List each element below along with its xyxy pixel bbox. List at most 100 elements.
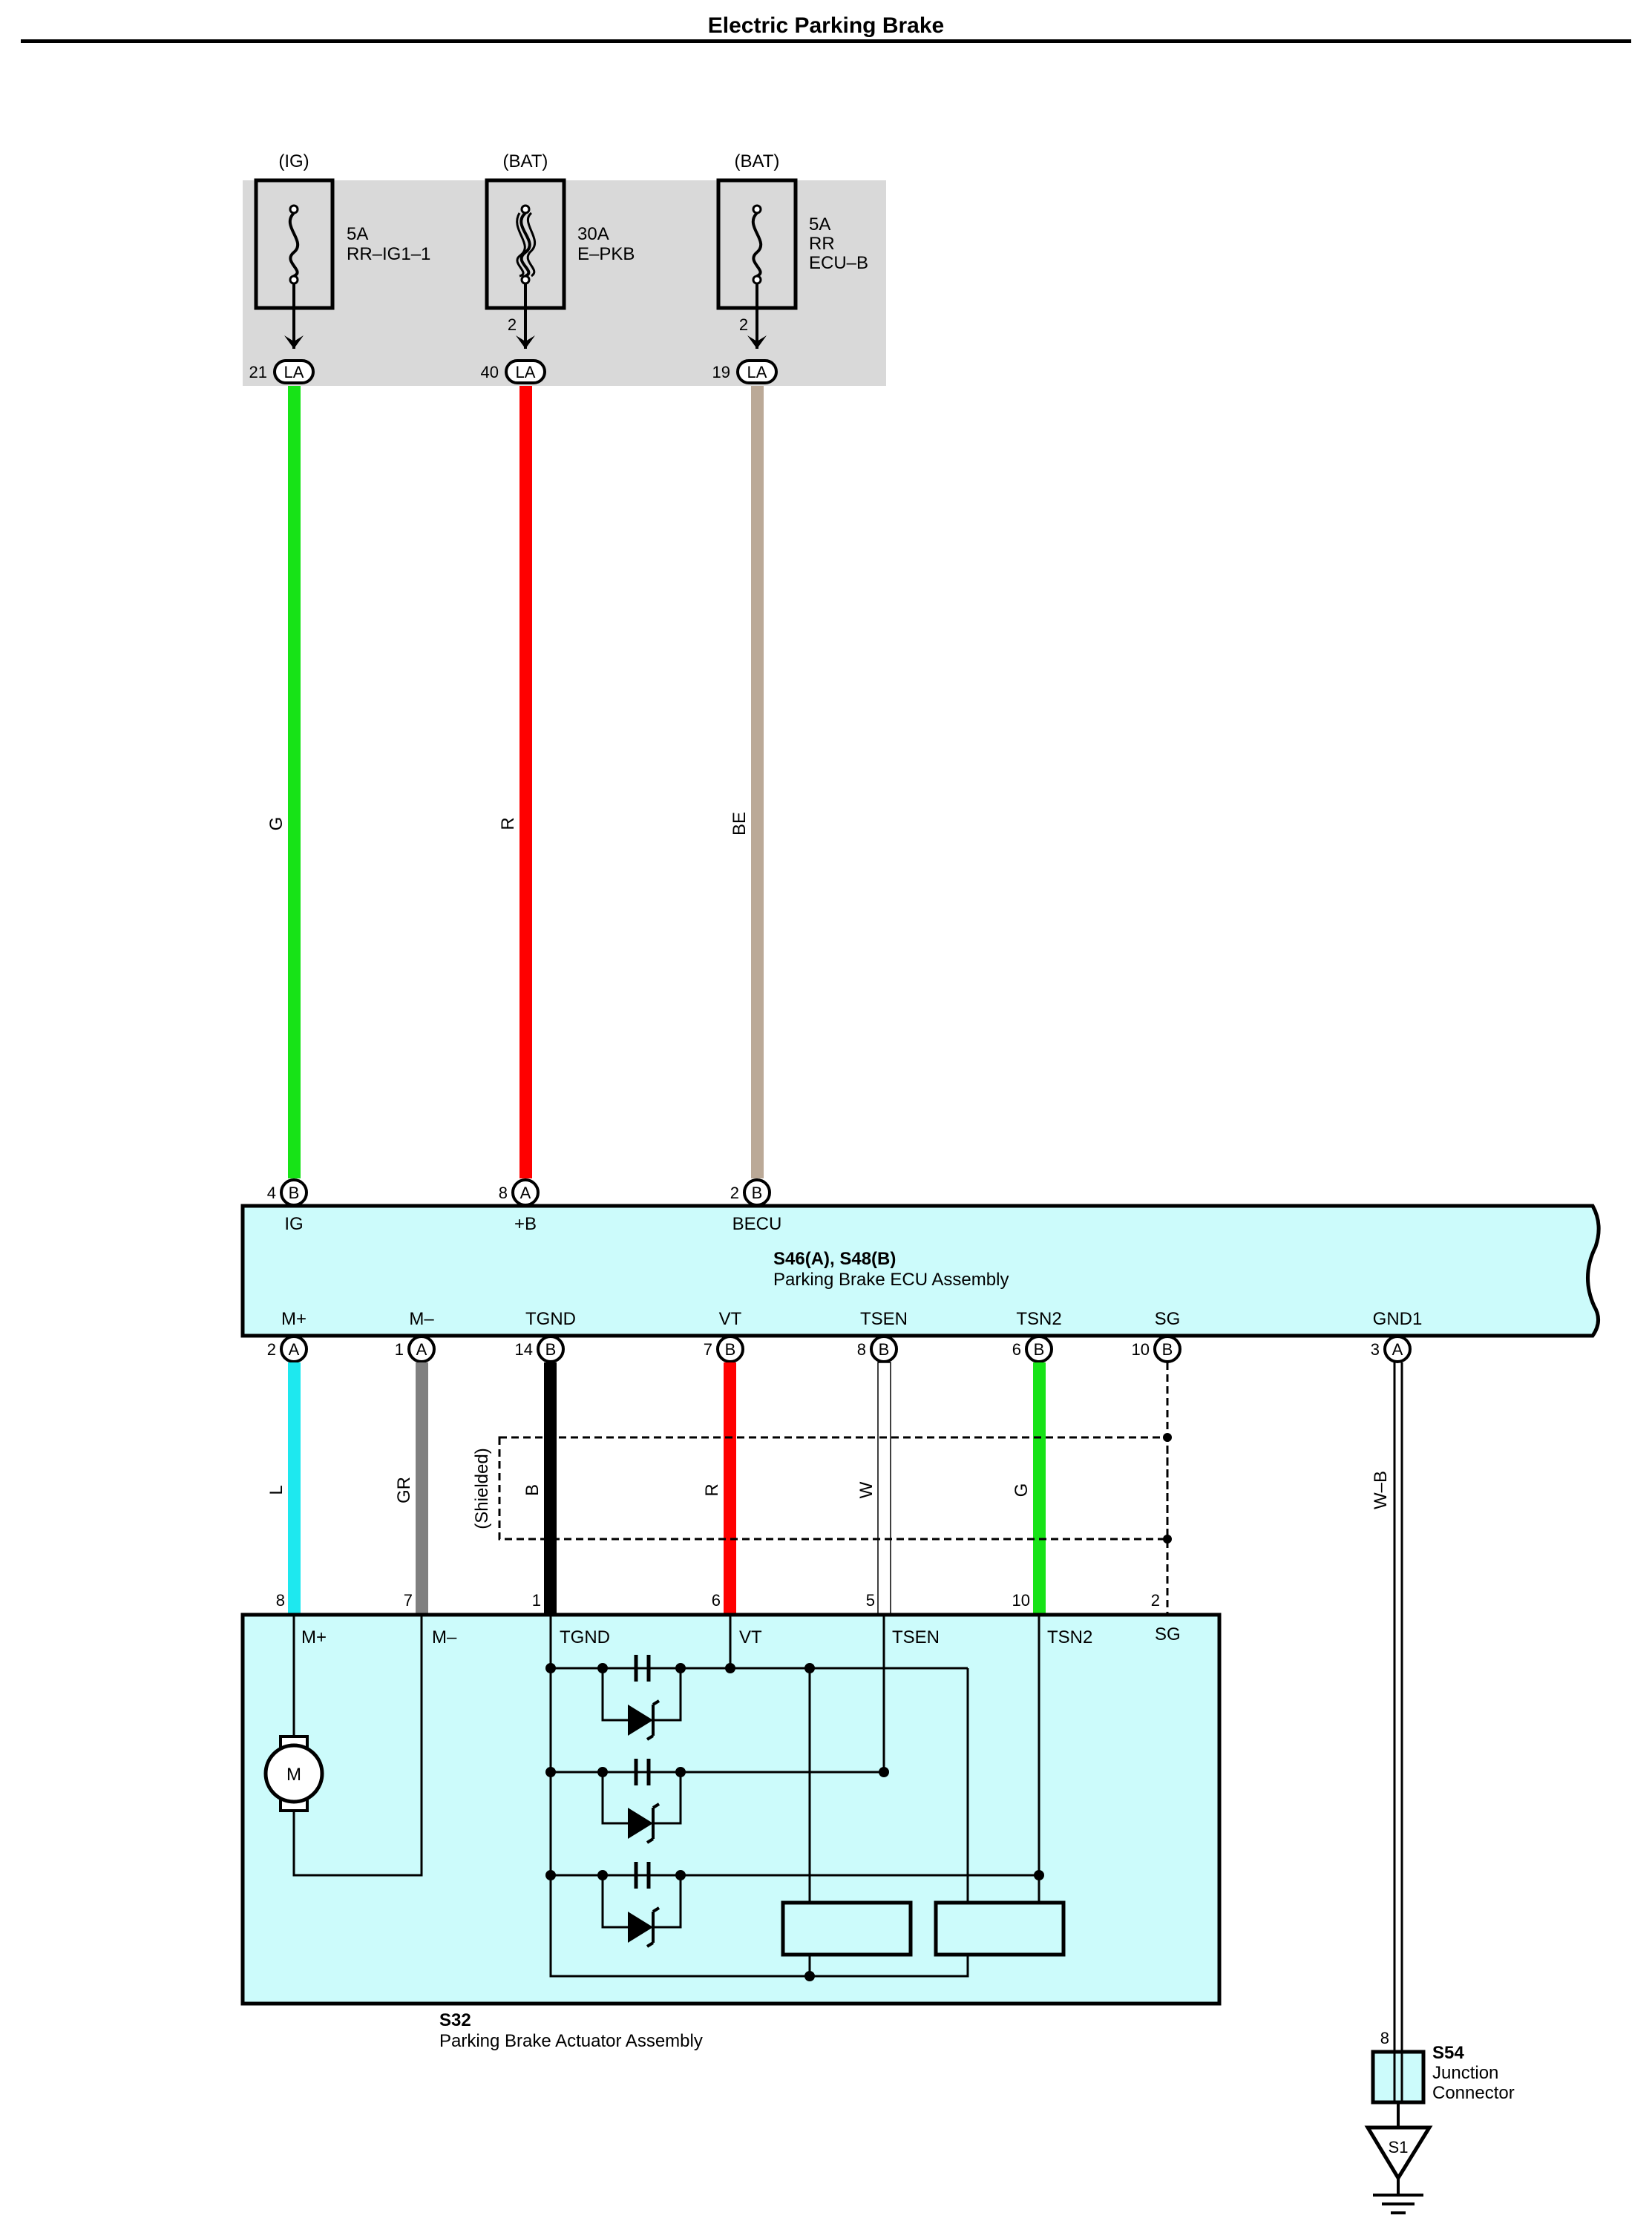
junction-code: S54 [1432, 2043, 1464, 2063]
fuse-name: RR [809, 234, 835, 254]
fuse-out-pin: 21 [249, 363, 267, 381]
wire-color-code: R [498, 817, 518, 830]
fuse-rating: 5A [809, 214, 830, 234]
pin-label: M+ [301, 1627, 327, 1647]
pin-label: M+ [281, 1309, 307, 1329]
connector-la-3 [736, 359, 778, 384]
pin-label: TGND [560, 1627, 610, 1647]
pin-label: SG [1155, 1309, 1181, 1329]
pin-label: GND1 [1373, 1309, 1423, 1329]
pin-label: TSN2 [1016, 1309, 1061, 1329]
pin-number: 4 [267, 1184, 276, 1202]
shield-label: (Shielded) [472, 1448, 492, 1529]
actuator-assembly: 8 7 1 6 5 10 2 M+ M– TGND VT TSEN TSN2 S… [240, 1591, 1222, 2051]
conn-label: LA [516, 363, 536, 381]
fuse-name: E–PKB [577, 244, 635, 264]
junction-body [1371, 2050, 1426, 2105]
fuse-name-line2: ECU–B [809, 253, 868, 273]
wire-color-code: W [856, 1481, 876, 1498]
pin-conn: B [289, 1184, 300, 1202]
junction-connector: 8 S54 Junction Connector [1371, 2029, 1515, 2128]
fuse-e-pkb: (BAT) 2 30A E–PKB [485, 151, 635, 349]
pin-conn: A [520, 1184, 531, 1202]
fuse-rr-ig1-1: (IG) 5A RR–IG1–1 [254, 151, 430, 349]
fuse-icon [526, 211, 537, 278]
zener-diodes [628, 1699, 661, 1948]
wire-m-plus [288, 1362, 301, 1615]
pin-conn: B [879, 1340, 890, 1359]
pin-conn: A [289, 1340, 300, 1359]
pin-label: TSEN [860, 1309, 908, 1329]
pin-number: 10 [1132, 1340, 1150, 1359]
pin-label: IG [284, 1214, 303, 1234]
wire-color-code: G [266, 817, 286, 831]
wire-color-code: W–B [1371, 1471, 1391, 1509]
wire-tgnd [544, 1362, 557, 1615]
pin-number: 5 [866, 1591, 875, 1610]
pin-number: 2 [267, 1340, 276, 1359]
title-rule [21, 39, 1631, 43]
pin-conn: B [752, 1184, 763, 1202]
fuse-source-label: (IG) [278, 151, 309, 171]
wire-tsn2 [1033, 1362, 1046, 1615]
diagram-title: Electric Parking Brake [708, 13, 945, 38]
pin-number: 3 [1371, 1340, 1380, 1359]
pin-number: 2 [1151, 1591, 1160, 1610]
pin-number: 7 [704, 1340, 712, 1359]
sensor-resistor-2 [934, 1900, 1066, 1957]
conn-label: LA [284, 363, 304, 381]
fuse-source-label: (BAT) [503, 151, 548, 171]
ecu-assembly: S46(A), S48(B) Parking Brake ECU Assembl… [240, 1178, 1601, 1363]
pin-label: TSN2 [1047, 1627, 1092, 1647]
ground-label: S1 [1389, 2138, 1409, 2156]
shield-outline [498, 1436, 1169, 1541]
pin-label: +B [514, 1214, 537, 1234]
pin-conn: B [545, 1340, 557, 1359]
fuse-in-pin: 2 [508, 315, 517, 334]
lower-wires: L GR B R W G W–B [266, 1362, 1403, 2052]
pin-label: VT [739, 1627, 762, 1647]
pin-number: 2 [730, 1184, 739, 1202]
junction-name: Junction [1432, 2063, 1498, 2083]
motor-icon: M [263, 1735, 324, 1812]
pin-number: 14 [515, 1340, 533, 1359]
pin-label: BECU [732, 1214, 782, 1234]
fuse-name: RR–IG1–1 [347, 244, 430, 264]
fuse-source-label: (BAT) [735, 151, 780, 171]
pin-conn: A [416, 1340, 427, 1359]
fuse-icon [288, 211, 300, 278]
pin-label: VT [719, 1309, 742, 1329]
ecu-name: Parking Brake ECU Assembly [773, 1270, 1009, 1290]
pin-conn: A [1392, 1340, 1403, 1359]
wire-color-code: G [1012, 1483, 1032, 1498]
wire-m-minus [416, 1362, 428, 1615]
pin-label: M– [432, 1627, 457, 1647]
wire-becu [751, 386, 764, 1178]
pin-label: TSEN [892, 1627, 940, 1647]
actuator-code: S32 [439, 2010, 471, 2030]
pin-number: 1 [532, 1591, 541, 1610]
pin-number: 6 [712, 1591, 721, 1610]
pin-number: 8 [499, 1184, 508, 1202]
pin-number: 8 [857, 1340, 866, 1359]
ground-icon: S1 [1364, 2125, 1433, 2214]
fuse-icon [751, 211, 763, 278]
wire-tsen [877, 1362, 891, 1615]
wire-plus-b [519, 386, 532, 1178]
motor-label: M [286, 1765, 301, 1785]
pin-number: 6 [1012, 1340, 1021, 1359]
connector-la-2 [505, 359, 546, 384]
actuator-name: Parking Brake Actuator Assembly [439, 2031, 703, 2051]
pin-number: 8 [276, 1591, 285, 1610]
sensor-resistor-1 [781, 1900, 913, 1957]
pin-label: SG [1155, 1624, 1181, 1644]
wire-vt [724, 1362, 736, 1615]
pin-number: 1 [395, 1340, 404, 1359]
connector-la-1 [273, 359, 315, 384]
ecu-body [240, 1204, 1601, 1338]
wire-color-code: GR [394, 1477, 414, 1503]
pin-conn: B [1034, 1340, 1045, 1359]
fuse-rating: 5A [347, 224, 368, 244]
pin-conn: B [1162, 1340, 1173, 1359]
